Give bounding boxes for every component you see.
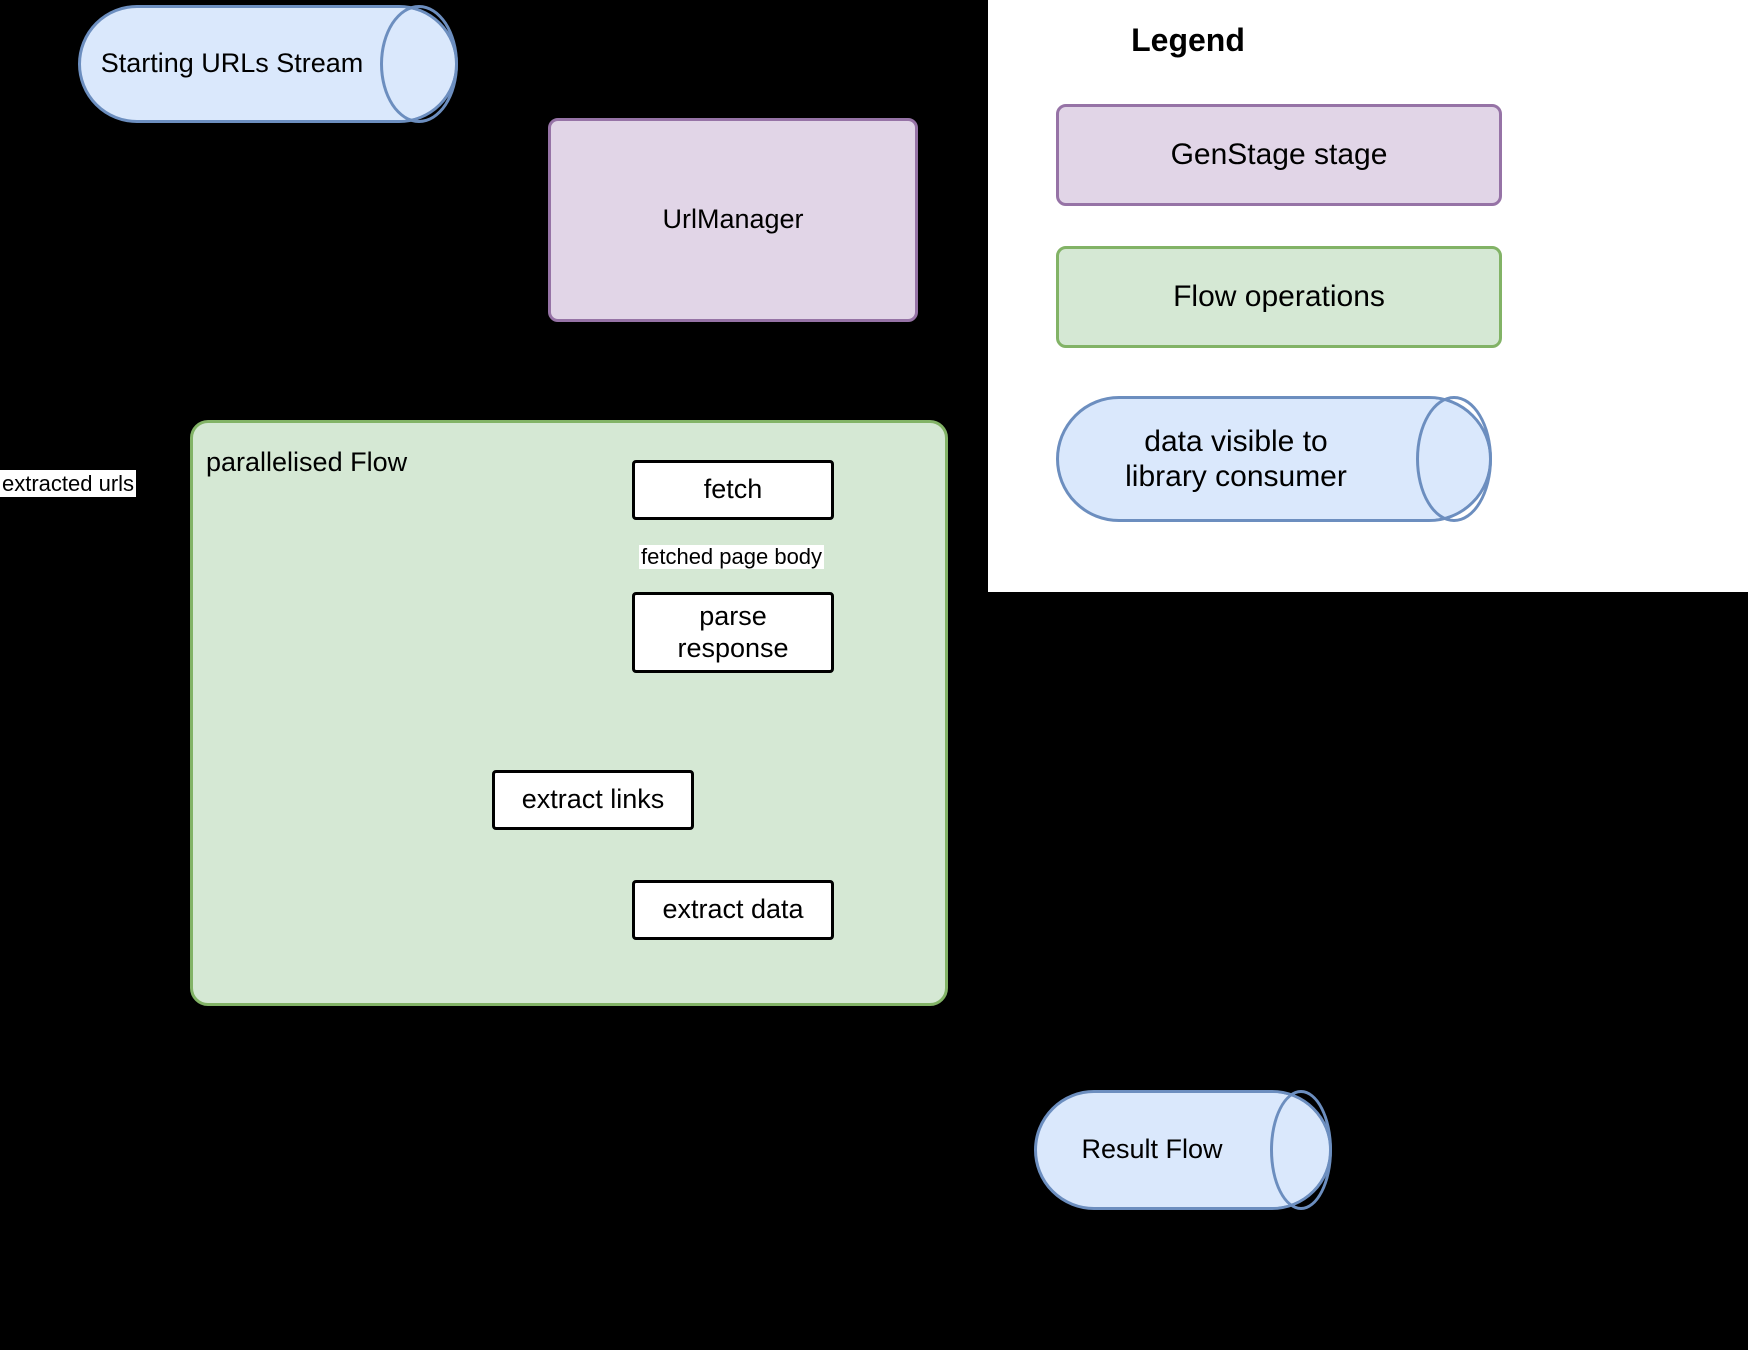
legend-title: Legend: [1131, 22, 1245, 58]
legend-item-label: Flow operations: [1173, 280, 1385, 314]
node-url-manager[interactable]: UrlManager: [548, 118, 918, 322]
cylinder-cap: [380, 5, 458, 123]
legend-item-data-visible-to-consumer: data visible to library consumer: [1056, 396, 1492, 522]
node-fetch[interactable]: fetch: [632, 460, 834, 520]
edge-label-extracted-urls: extracted urls: [0, 470, 137, 497]
node-label: UrlManager: [662, 204, 804, 235]
edge-label-fetched-page-body: fetched page body: [639, 544, 825, 569]
node-result-flow[interactable]: Result Flow: [1034, 1090, 1332, 1210]
node-starting-urls-stream[interactable]: Starting URLs Stream: [78, 5, 458, 123]
node-parse-response[interactable]: parse response: [632, 592, 834, 673]
legend-item-flow-operations: Flow operations: [1056, 246, 1502, 348]
container-parallelised-flow-title: parallelised Flow: [206, 447, 408, 477]
node-label: Result Flow: [1081, 1134, 1223, 1165]
legend-item-label-line-2: library consumer: [1125, 460, 1347, 493]
cylinder-cap: [1416, 396, 1492, 522]
node-label-line-2: response: [677, 632, 789, 663]
node-label: extract links: [521, 784, 665, 815]
node-label: fetch: [703, 474, 763, 505]
cylinder-cap: [1270, 1090, 1332, 1210]
node-extract-links[interactable]: extract links: [492, 770, 694, 830]
node-label: extract data: [662, 894, 804, 925]
node-label-line-1: parse: [699, 600, 767, 631]
legend-panel: Legend GenStage stage Flow operations da…: [988, 0, 1748, 592]
legend-item-label-line-1: data visible to: [1144, 424, 1328, 458]
node-label: Starting URLs Stream: [100, 48, 364, 79]
legend-item-genstage-stage: GenStage stage: [1056, 104, 1502, 206]
container-parallelised-flow[interactable]: [190, 420, 948, 1006]
node-extract-data[interactable]: extract data: [632, 880, 834, 940]
legend-item-label: GenStage stage: [1170, 138, 1388, 172]
